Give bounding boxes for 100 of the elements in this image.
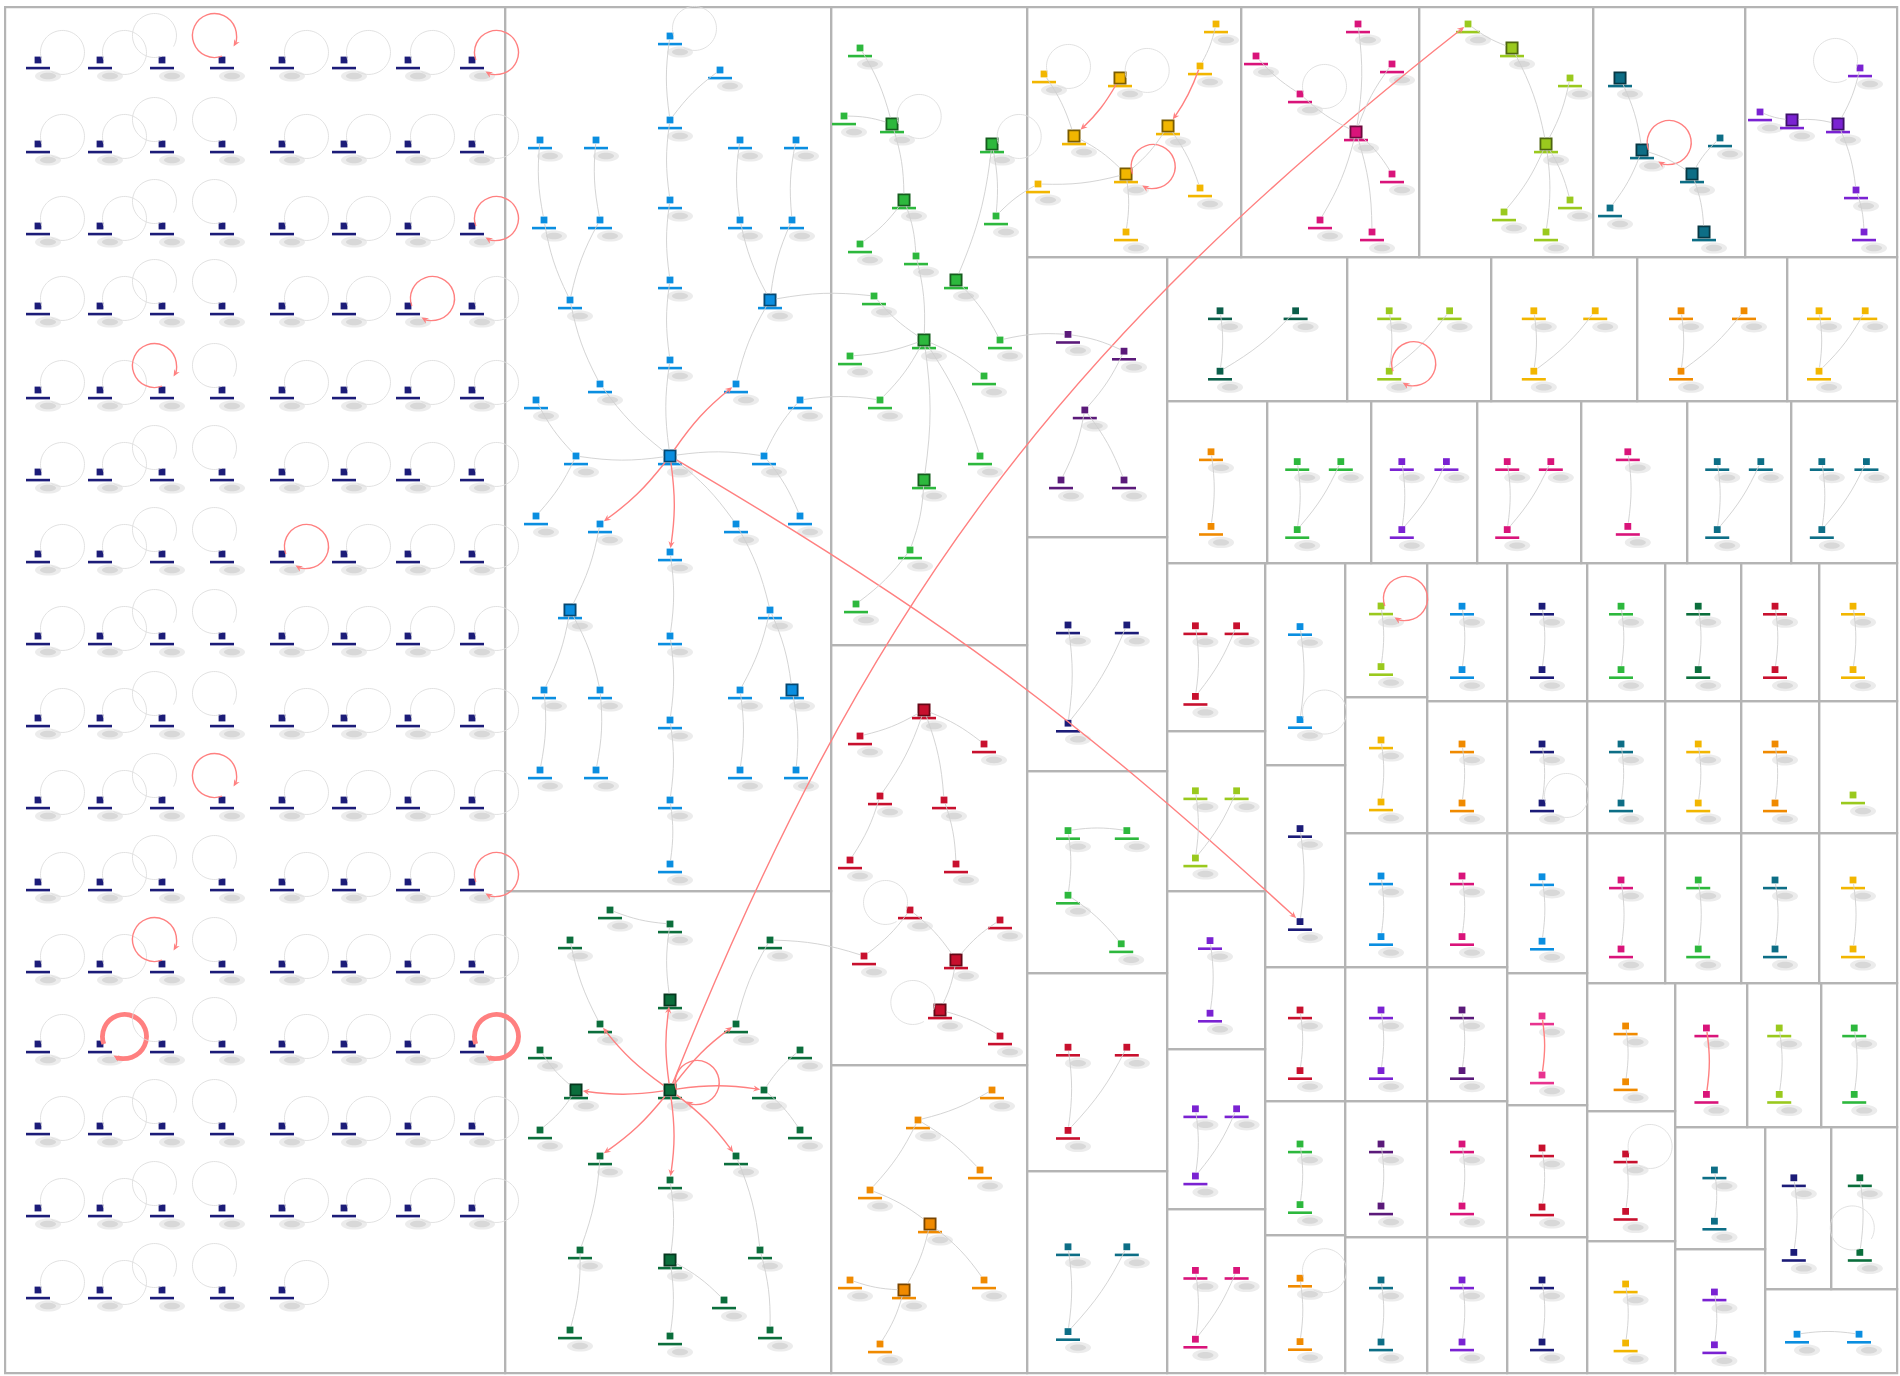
- self-loop: [346, 770, 391, 815]
- connector-line: [1462, 747, 1466, 800]
- self-loop: [284, 1096, 329, 1141]
- connector-line: [672, 72, 717, 117]
- connector-line: [1198, 1273, 1236, 1336]
- group-panel: [1426, 1236, 1509, 1375]
- connector-line: [1546, 150, 1551, 229]
- connector-line: [670, 639, 675, 717]
- self-loop: [40, 1260, 85, 1305]
- connector-line: [1046, 77, 1073, 130]
- connector-line: [737, 1159, 761, 1247]
- connector-line: [1300, 464, 1340, 527]
- connector-line: [1779, 1031, 1783, 1092]
- connector-line: [1132, 132, 1165, 169]
- self-loop: [102, 196, 147, 241]
- self-loop: [192, 1161, 237, 1206]
- self-loop: [102, 770, 147, 815]
- group-panel: [1026, 256, 1169, 539]
- self-loop: [192, 1243, 237, 1288]
- self-loop: [284, 360, 329, 405]
- self-loop: [474, 1178, 519, 1223]
- connector-line: [992, 150, 998, 213]
- self-loop: [474, 606, 519, 651]
- self-loop: [132, 1243, 177, 1288]
- self-loop: [132, 1161, 177, 1206]
- group-panel: [1674, 982, 1749, 1129]
- self-loop: [474, 934, 519, 979]
- group-panel: [1026, 6, 1243, 259]
- connector-line: [741, 613, 770, 687]
- connector-line: [1401, 464, 1406, 527]
- connector-line: [881, 1296, 903, 1341]
- self-loop: [40, 360, 85, 405]
- self-loop: [346, 934, 391, 979]
- group-panel: [1818, 700, 1899, 835]
- group-panel: [1586, 982, 1677, 1113]
- connector-line: [1195, 1112, 1199, 1173]
- connector-line: [1621, 883, 1625, 946]
- self-loop: [131, 342, 180, 389]
- connector-line: [926, 716, 945, 797]
- connector-line: [1300, 1013, 1304, 1068]
- self-loop: [1829, 1205, 1875, 1251]
- group-panel: [1506, 972, 1589, 1107]
- group-panel: [1636, 256, 1789, 403]
- self-loop: [346, 606, 391, 651]
- connector-line: [736, 143, 740, 217]
- self-loop: [284, 276, 329, 321]
- connector-line: [1068, 628, 1073, 720]
- connector-line: [861, 51, 891, 118]
- self-loop: [102, 30, 147, 75]
- connector-line: [570, 223, 599, 297]
- connector-line: [1071, 1250, 1126, 1329]
- connector-line: [1381, 609, 1385, 664]
- connector-line: [666, 283, 670, 357]
- connector-line: [570, 943, 599, 1021]
- group-panel: [830, 1064, 1029, 1375]
- self-loop: [40, 442, 85, 487]
- connector-line: [1300, 831, 1305, 919]
- connector-line: [670, 1183, 675, 1254]
- connector-line: [913, 912, 952, 954]
- connector-line: [573, 616, 600, 687]
- connector-line: [1627, 455, 1632, 524]
- group-panel: [1740, 700, 1821, 835]
- connector-line: [1856, 193, 1865, 229]
- self-loop: [1302, 1248, 1347, 1294]
- self-loop: [132, 507, 177, 552]
- connector-line: [1300, 1147, 1304, 1202]
- connector-line: [1392, 314, 1448, 369]
- connector-line: [1071, 827, 1124, 831]
- connector-line: [1381, 879, 1385, 934]
- connector-line: [927, 346, 980, 453]
- connector-line: [1821, 464, 1826, 527]
- group-panel: [1490, 256, 1639, 403]
- group-panel: [1686, 399, 1793, 565]
- connector-line: [1462, 1013, 1466, 1068]
- connector-line: [1840, 130, 1856, 187]
- self-loop: [472, 1012, 521, 1062]
- connector-line: [1514, 54, 1546, 138]
- self-loop: [674, 1059, 720, 1108]
- connector-line: [1462, 609, 1466, 667]
- self-loop: [132, 97, 177, 142]
- self-loop: [346, 30, 391, 75]
- connector-line: [1003, 333, 1065, 340]
- self-loop: [132, 835, 177, 880]
- connector-line: [1717, 464, 1721, 527]
- group-panel: [1790, 399, 1899, 565]
- self-loop: [410, 30, 455, 75]
- connector-line: [1841, 71, 1860, 118]
- self-loop: [102, 276, 147, 321]
- arrow: [1080, 83, 1117, 130]
- self-loop: [410, 688, 455, 733]
- connector-line: [1080, 139, 1120, 169]
- connector-line: [666, 203, 670, 277]
- connector-line: [537, 403, 573, 453]
- connector-line: [1542, 609, 1546, 667]
- self-loop: [346, 114, 391, 159]
- group-panel: [504, 6, 833, 893]
- group-panel: [1818, 562, 1899, 703]
- group-panel: [1664, 832, 1743, 985]
- connector-line: [1068, 1050, 1073, 1128]
- connector-line: [1695, 141, 1717, 168]
